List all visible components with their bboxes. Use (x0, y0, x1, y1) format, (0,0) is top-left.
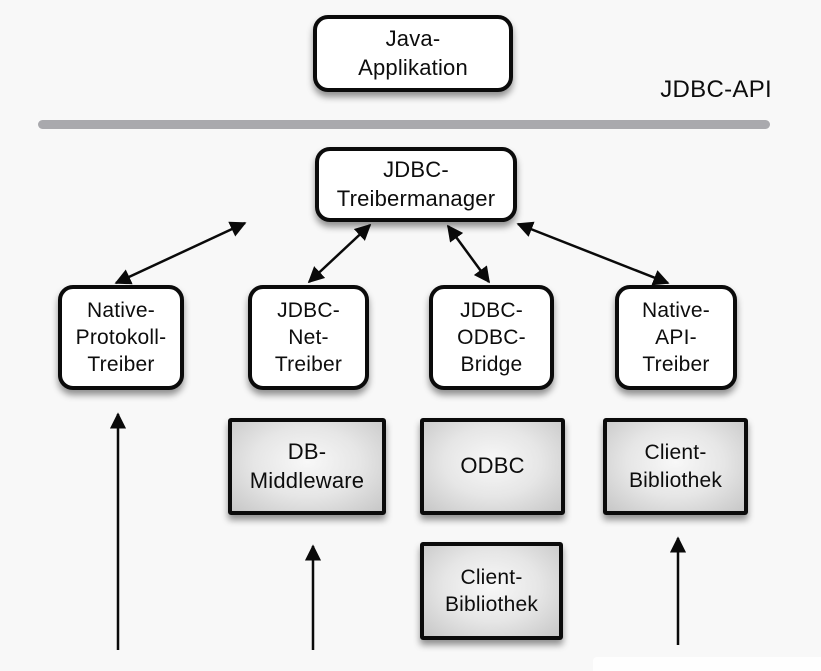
node-odbc-label: ODBC (460, 453, 525, 479)
node-jdbc-net-treiber-label: JDBC- Net- Treiber (274, 298, 343, 377)
node-native-api-treiber-label: Native- API- Treiber (642, 298, 710, 377)
node-native-protokoll-treiber: Native- Protokoll- Treiber (58, 285, 184, 390)
node-client-bibliothek-native-label: Client- Bibliothek (628, 441, 723, 492)
node-client-bibliothek-native: Client- Bibliothek (603, 418, 748, 515)
node-odbc: ODBC (420, 418, 565, 515)
arrow-tm-to-native-api (516, 221, 670, 286)
arrow-tm-to-native-protokoll (114, 221, 247, 285)
node-client-bibliothek-odbc-label: Client- Bibliothek (444, 565, 539, 616)
node-java-applikation-label: Java- Applikation (358, 25, 468, 80)
node-client-bibliothek-odbc: Client- Bibliothek (420, 542, 563, 640)
node-jdbc-odbc-bridge: JDBC- ODBC- Bridge (429, 285, 554, 390)
node-jdbc-odbc-bridge-label: JDBC- ODBC- Bridge (457, 298, 526, 377)
node-db-middleware: DB- Middleware (228, 418, 386, 515)
node-db-middleware-label: DB- Middleware (249, 438, 365, 493)
jdbc-api-divider-line (38, 120, 770, 129)
node-java-applikation: Java- Applikation (313, 15, 513, 92)
node-jdbc-treibermanager: JDBC- Treibermanager (315, 147, 517, 222)
jdbc-api-label: JDBC-API (660, 76, 772, 103)
node-native-api-treiber: Native- API- Treiber (615, 285, 737, 390)
arrow-tm-to-jdbc-net (307, 223, 372, 284)
bottom-right-white-area (593, 657, 821, 671)
arrow-tm-to-jdbc-odbc (446, 224, 491, 284)
node-native-protokoll-treiber-label: Native- Protokoll- Treiber (75, 298, 167, 377)
node-jdbc-treibermanager-label: JDBC- Treibermanager (336, 156, 496, 211)
node-jdbc-net-treiber: JDBC- Net- Treiber (248, 285, 369, 390)
